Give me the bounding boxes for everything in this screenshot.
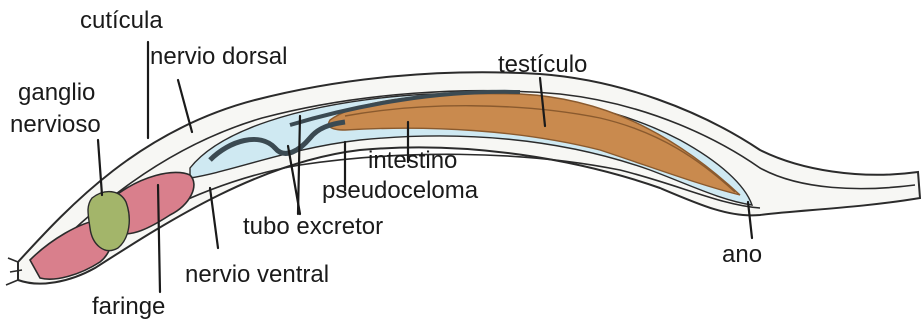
label-ganglio-line1: ganglio bbox=[18, 79, 95, 106]
label-testiculo: testículo bbox=[498, 51, 587, 78]
label-intestino: intestino bbox=[368, 147, 457, 174]
nerve-ganglion bbox=[88, 192, 129, 251]
label-pseudoceloma: pseudoceloma bbox=[322, 177, 479, 204]
label-nervio-dorsal: nervio dorsal bbox=[150, 43, 287, 70]
label-ano: ano bbox=[722, 241, 762, 268]
label-faringe: faringe bbox=[92, 293, 165, 320]
label-nervio-ventral: nervio ventral bbox=[185, 261, 329, 288]
leader-nervio-dorsal bbox=[178, 80, 192, 132]
label-tubo-excretor: tubo excretor bbox=[243, 213, 383, 240]
label-ganglio-line2: nervioso bbox=[10, 111, 101, 138]
label-cuticula: cutícula bbox=[80, 7, 163, 34]
